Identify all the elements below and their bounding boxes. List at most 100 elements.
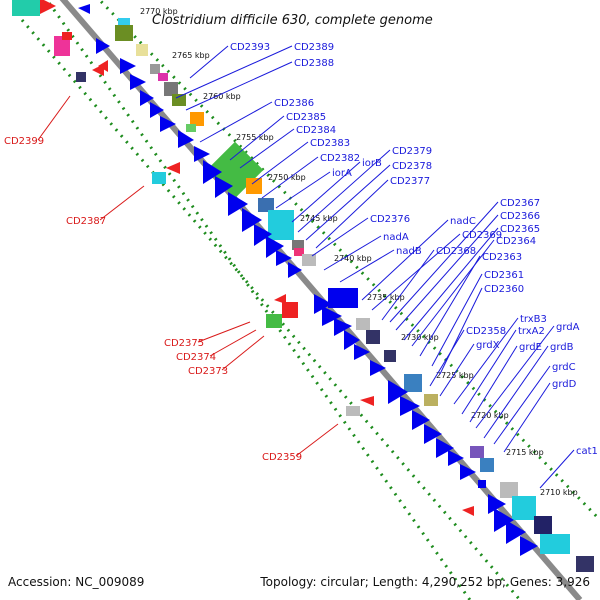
forward-gene-label[interactable]: CD2388: [294, 58, 334, 69]
forward-gene-label[interactable]: CD2369: [462, 230, 502, 241]
reverse-gene-label[interactable]: CD2374: [176, 352, 216, 363]
leader-line: [197, 321, 251, 343]
forward-gene-label[interactable]: iorA: [332, 168, 352, 179]
leader-line: [323, 235, 382, 271]
forward-gene-label[interactable]: CD2361: [484, 270, 524, 281]
leader-line: [295, 423, 339, 457]
kbp-tick-label: 2750 kbp: [268, 173, 306, 182]
leader-line: [419, 255, 481, 357]
forward-gene-label[interactable]: CD2366: [500, 211, 540, 222]
leader-line: [311, 217, 369, 257]
forward-gene-label[interactable]: grdA: [556, 322, 580, 333]
leader-line: [381, 249, 435, 321]
leader-line: [185, 61, 293, 111]
leader-line: [439, 287, 483, 375]
reverse-gene-label[interactable]: CD2373: [188, 366, 228, 377]
forward-gene-label[interactable]: CD2393: [230, 42, 270, 53]
leader-line: [403, 227, 499, 341]
leader-line: [361, 219, 449, 301]
leader-line: [251, 141, 309, 185]
leader-line: [261, 156, 319, 199]
forward-gene-label[interactable]: CD2379: [392, 146, 432, 157]
leader-line: [431, 273, 483, 367]
forward-gene-label[interactable]: CD2363: [482, 252, 522, 263]
kbp-tick-label: 2745 kbp: [300, 214, 338, 223]
leader-line: [461, 329, 517, 415]
leader-line: [275, 171, 331, 209]
leader-line: [339, 249, 395, 283]
forward-gene-label[interactable]: CD2364: [496, 236, 536, 247]
leader-line: [389, 201, 499, 323]
forward-gene-label[interactable]: nadB: [396, 246, 422, 257]
gene-labels: CD2393 CD2389CD2388CD2386CD2385CD2384CD23…: [4, 42, 598, 463]
reverse-strand-features: [12, 0, 474, 516]
forward-gene-label[interactable]: CD2360: [484, 284, 524, 295]
forward-gene-label[interactable]: grdC: [552, 362, 576, 373]
leader-line: [469, 345, 518, 423]
forward-gene-label[interactable]: CD2385: [286, 112, 326, 123]
leader-line: [493, 365, 551, 445]
reverse-gene-label[interactable]: CD2399: [4, 136, 44, 147]
kbp-tick-label: 2725 kbp: [436, 371, 474, 380]
forward-gene-label[interactable]: trxA2: [518, 326, 545, 337]
forward-gene-label[interactable]: nadC: [450, 216, 476, 227]
reverse-gene-label[interactable]: CD2359: [262, 452, 302, 463]
reverse-dotted-track: [20, 19, 522, 600]
forward-gene-label[interactable]: nadA: [383, 232, 409, 243]
leader-line: [475, 325, 555, 429]
forward-gene-label[interactable]: CD2377: [390, 176, 430, 187]
leader-line: [229, 115, 285, 161]
leader-line: [315, 179, 389, 249]
leader-line: [503, 382, 551, 453]
forward-gene-label[interactable]: grdD: [552, 379, 577, 390]
forward-gene-label[interactable]: CD2365: [500, 224, 540, 235]
forward-gene-label[interactable]: grdB: [550, 342, 574, 353]
forward-gene-label[interactable]: CD2389: [294, 42, 334, 53]
leader-line: [453, 317, 519, 405]
forward-gene-label[interactable]: CD2358: [466, 326, 506, 337]
kbp-tick-label: 2720 kbp: [471, 411, 509, 420]
leader-line: [411, 239, 495, 347]
forward-gene-label[interactable]: grdE: [519, 342, 542, 353]
leader-line: [175, 45, 293, 99]
forward-gene-label[interactable]: CD2386: [274, 98, 314, 109]
summary-text: Topology: circular; Length: 4,290,252 bp…: [259, 575, 590, 589]
kbp-tick-label: 2755 kbp: [236, 133, 274, 142]
forward-gene-label[interactable]: trxB3: [520, 314, 547, 325]
leader-line: [99, 185, 145, 221]
forward-gene-label[interactable]: cat1: [576, 446, 598, 457]
leader-line: [395, 214, 499, 331]
forward-gene-label[interactable]: CD2384: [296, 125, 336, 136]
forward-gene-label[interactable]: CD2368: [436, 246, 476, 257]
leader-line: [199, 101, 273, 143]
forward-gene-label[interactable]: grdX: [476, 340, 500, 351]
leader-line: [239, 128, 295, 169]
reverse-gene-label[interactable]: CD2387: [66, 216, 106, 227]
kbp-tick-label: 2740 kbp: [334, 254, 372, 263]
outer-dotted-track: [45, 0, 472, 600]
leader-line: [297, 149, 391, 233]
leader-line: [429, 329, 465, 387]
forward-gene-label[interactable]: CD2367: [500, 198, 540, 209]
leader-line: [209, 329, 257, 357]
leader-line: [483, 345, 549, 439]
leader-line: [371, 233, 461, 311]
leader-line: [305, 164, 391, 241]
forward-gene-label[interactable]: CD2383: [310, 138, 350, 149]
forward-gene-label[interactable]: CD2378: [392, 161, 432, 172]
leader-line: [221, 335, 265, 371]
kbp-tick-label: 2730 kbp: [401, 333, 439, 342]
forward-gene-label[interactable]: CD2376: [370, 214, 410, 225]
accession-text: Accession: NC_009089: [8, 575, 144, 589]
reverse-gene-label[interactable]: CD2375: [164, 338, 204, 349]
genome-title: Clostridium difficile 630, complete geno…: [152, 13, 433, 28]
kbp-tick-label: 2710 kbp: [540, 488, 578, 497]
kbp-tick-label: 2715 kbp: [506, 448, 544, 457]
forward-strand-features: [78, 4, 594, 572]
forward-gene-label[interactable]: CD2382: [320, 153, 360, 164]
forward-gene-label[interactable]: iorB: [362, 158, 382, 169]
label-leader-lines: [37, 45, 575, 489]
leader-line: [439, 343, 475, 397]
